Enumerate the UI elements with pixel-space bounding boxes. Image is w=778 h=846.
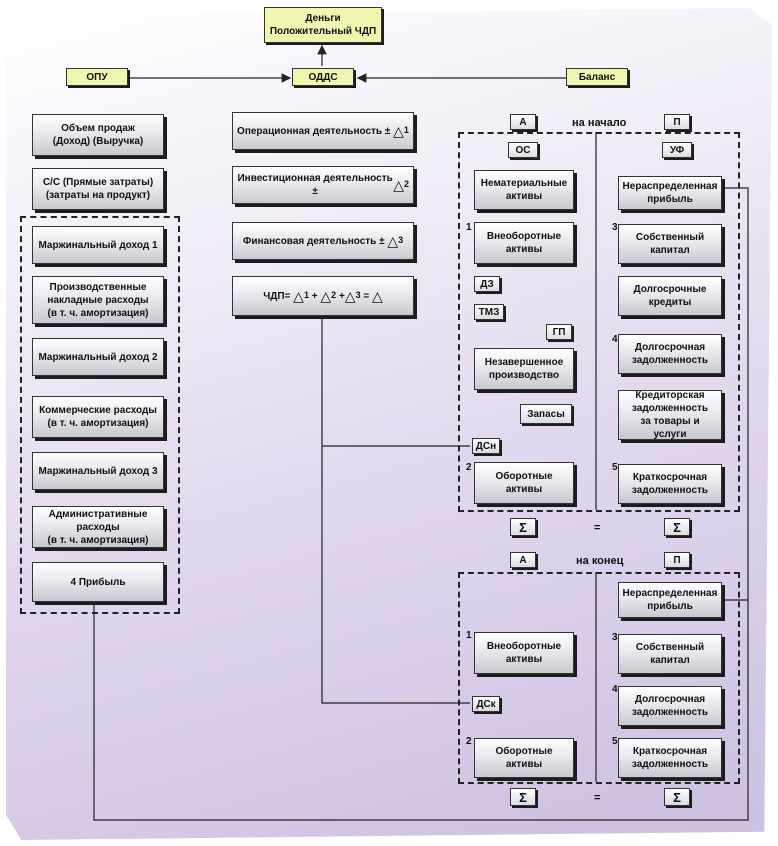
start-num-5: 5 <box>612 462 618 473</box>
dsk-tag: ДСк <box>472 696 500 712</box>
end-num-2: 2 <box>466 736 472 747</box>
end-sigma-assets: Σ <box>510 788 536 806</box>
start-lt-debt-box: Долгосрочная задолженность <box>618 334 722 374</box>
balance-end-assets-tag: А <box>510 552 536 568</box>
sub-3: 3 <box>398 235 404 246</box>
start-payables-box: Кредиторская задолженность за товары и у… <box>618 390 722 440</box>
end-num-5: 5 <box>612 736 618 747</box>
wip-box: Незавершенное производство <box>474 348 574 390</box>
end-num-1: 1 <box>466 630 472 641</box>
balance-end-dashed-group <box>458 572 740 784</box>
overhead-box: Производственные накладные расходы (в т.… <box>32 276 164 324</box>
start-num-2: 2 <box>466 462 472 473</box>
operating-activity-box: Операционная деятельность ± △1 <box>232 112 414 150</box>
start-equals: = <box>594 522 601 534</box>
sub-1: 1 <box>403 125 409 136</box>
balance-start-assets-tag: А <box>510 114 536 130</box>
start-sigma-liabilities: Σ <box>664 518 690 536</box>
os-tag: ОС <box>508 142 538 158</box>
sub-2: 2 <box>403 179 409 190</box>
opu-dashed-group <box>20 216 180 614</box>
admin-box: Административные расходы (в т. ч. аморти… <box>32 506 164 548</box>
operating-label: Операционная деятельность ± <box>237 125 391 137</box>
end-st-debt-box: Краткосрочная задолженность <box>618 738 722 778</box>
commercial-box: Коммерческие расходы (в т. ч. амортизаци… <box>32 396 164 438</box>
cf-prefix: ЧДП= <box>263 290 291 302</box>
start-retained-box: Нераспределенная прибыль <box>618 176 722 210</box>
delta-symbol: △ <box>372 287 383 304</box>
opu-box: ОПУ <box>66 68 128 86</box>
investing-label: Инвестиционная деятельность ± <box>237 173 393 197</box>
sub-3: 3 <box>355 290 361 301</box>
start-current-box: Оборотные активы <box>474 462 574 504</box>
intangible-assets-box: Нематериальные активы <box>474 170 574 210</box>
stocks-tag: Запасы <box>520 404 572 424</box>
start-sigma-assets: Σ <box>510 518 536 536</box>
net-cash-flow-box: ЧДП= △1 + △2 +△3 = △ <box>232 276 414 316</box>
odds-box: ОДДС <box>292 68 354 86</box>
equals-sign: = <box>363 290 370 302</box>
money-box: Деньги Положительный ЧДП <box>264 7 382 43</box>
delta-symbol: △ <box>293 287 304 304</box>
margin1-box: Маржинальный доход 1 <box>32 226 164 264</box>
delta-symbol: △ <box>320 287 332 304</box>
delta-symbol: △ <box>393 122 404 139</box>
uf-tag: УФ <box>662 142 692 158</box>
dz-tag: ДЗ <box>474 276 500 292</box>
start-num-4: 4 <box>612 334 618 345</box>
end-equals: = <box>594 792 601 804</box>
end-lt-debt-box: Долгосрочная задолженность <box>618 686 722 726</box>
balance-start-dashed-group <box>458 132 740 512</box>
balance-box: Баланс <box>566 68 628 86</box>
delta-symbol: △ <box>393 176 404 193</box>
end-num-4: 4 <box>612 684 618 695</box>
sub-1: 1 <box>303 290 309 301</box>
investing-activity-box: Инвестиционная деятельность ±△2 <box>232 166 414 204</box>
tmz-tag: ТМЗ <box>474 304 504 320</box>
end-retained-box: Нераспределенная прибыль <box>618 582 722 618</box>
gp-tag: ГП <box>546 324 572 340</box>
margin2-box: Маржинальный доход 2 <box>32 338 164 376</box>
profit-box: 4 Прибыль <box>32 562 164 602</box>
end-sigma-liabilities: Σ <box>664 788 690 806</box>
margin3-box: Маржинальный доход 3 <box>32 452 164 490</box>
start-num-1: 1 <box>466 222 472 233</box>
balance-start-heading: на начало <box>572 117 627 129</box>
start-num-3: 3 <box>612 222 618 233</box>
dsn-tag: ДСн <box>472 438 500 454</box>
cogs-box: С/С (Прямые затраты) (затраты на продукт… <box>32 168 164 210</box>
end-noncurrent-box: Внеоборотные активы <box>474 632 574 674</box>
start-noncurrent-box: Внеоборотные активы <box>474 222 574 264</box>
plus-sign: + <box>311 290 318 302</box>
plus-sign: + <box>338 290 345 302</box>
financing-activity-box: Финансовая деятельность ± △3 <box>232 222 414 260</box>
end-equity-box: Собственный капитал <box>618 634 722 674</box>
balance-end-heading: на конец <box>576 555 624 567</box>
start-lt-credit-box: Долгосрочные кредиты <box>618 276 722 316</box>
balance-start-liabilities-tag: П <box>664 114 690 130</box>
sub-2: 2 <box>331 290 337 301</box>
end-current-box: Оборотные активы <box>474 738 574 778</box>
delta-symbol: △ <box>344 287 356 304</box>
line-cf-dsk <box>321 316 470 704</box>
balance-end-liabilities-tag: П <box>664 552 690 568</box>
start-equity-box: Собственный капитал <box>618 224 722 264</box>
sales-box: Объем продаж (Доход) (Выручка) <box>32 114 164 156</box>
start-st-debt-box: Краткосрочная задолженность <box>618 464 722 504</box>
financing-label: Финансовая деятельность ± <box>242 235 385 247</box>
end-num-3: 3 <box>612 632 618 643</box>
delta-symbol: △ <box>387 232 399 249</box>
